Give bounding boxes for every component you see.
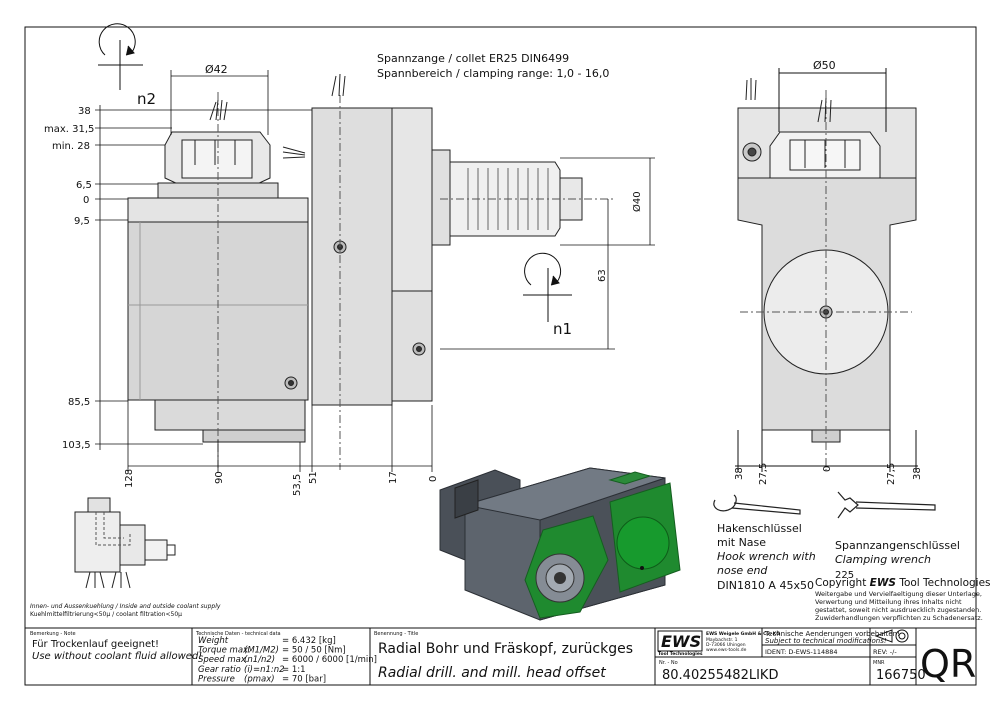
- dim-d42: Ø42: [205, 63, 228, 76]
- dim-9-5: 9,5: [74, 216, 90, 227]
- clamping-range: Spannbereich / clamping range: 1,0 - 16,…: [377, 67, 609, 80]
- dim-d50: Ø50: [813, 59, 836, 72]
- company-name: EWS Weigele GmbH & Co. KG: [706, 631, 780, 637]
- company-addr-2: D-73066 Uhingen: [706, 642, 746, 648]
- side-view: [735, 68, 918, 472]
- revision: REV: -/-: [873, 648, 897, 656]
- label-n1: n1: [553, 320, 572, 338]
- tech-row-1-k: Torque max.: [198, 646, 251, 656]
- tech-row-3-v: = 1:1: [282, 665, 306, 675]
- dim-17: 17: [388, 471, 399, 484]
- dim-h0: 0: [428, 476, 439, 482]
- dim-85-5: 85,5: [68, 397, 90, 408]
- clamping-wrench-de: Spannzangenschlüssel: [835, 539, 960, 552]
- title-label: Benennung - Title: [374, 631, 418, 637]
- note-de: Für Trockenlauf geeignet!: [32, 639, 159, 650]
- tech-row-4-u: (pmax): [244, 674, 275, 684]
- dimension-lines: [95, 70, 655, 472]
- nr-label: Nr. - No: [659, 660, 678, 666]
- dim-128: 128: [124, 469, 135, 488]
- changes-de: Technische Aenderungen vorbehalten!: [764, 630, 900, 638]
- dim-103-5: 103,5: [62, 440, 91, 451]
- logo-subtitle: Tool Technologies: [658, 651, 703, 657]
- qr-label: QR: [920, 642, 976, 686]
- clamping-wrench-no: 225: [835, 570, 854, 581]
- dim-max-31-5: max. 31,5: [44, 124, 94, 135]
- mnr-number: 166750: [876, 668, 926, 683]
- tech-label: Technische Daten - technical data: [195, 631, 281, 637]
- coolant-supply-note: Innen- und Aussenkuehlung / Inside and o…: [30, 603, 221, 610]
- tech-data-table: Weight = 6.432 [kg] Torque max.(M1/M2)= 50…: [198, 636, 377, 684]
- hook-wrench-en: Hook wrench with: [717, 550, 816, 563]
- tech-row-2-k: Speed max.: [198, 655, 249, 665]
- tech-row-0-v: = 6.432 [kg]: [282, 636, 336, 646]
- dim-90: 90: [214, 471, 225, 484]
- dim-38: 38: [78, 106, 91, 117]
- part-number: 80.40255482LIKD: [662, 668, 778, 683]
- drawing-frame: [24, 26, 977, 686]
- tech-row-2-v: = 6000 / 6000 [1/min]: [282, 655, 377, 665]
- horizontal-dims: 128 90 53,5 51 17 0 Ø40 63: [124, 191, 643, 496]
- dim-51: 51: [308, 471, 319, 484]
- hook-wrench-icon: [713, 494, 801, 515]
- clamping-wrench-en: Clamping wrench: [835, 553, 931, 566]
- product-render: [439, 467, 681, 621]
- dim-r0: 0: [822, 466, 833, 472]
- copyright-line-4: Zuwiderhandlungen verpflichten zu Schade…: [815, 614, 983, 622]
- copyright-title: Copyright EWS Tool Technologies: [815, 577, 991, 589]
- title-block: [25, 627, 976, 685]
- dim-d40: Ø40: [631, 191, 643, 212]
- tech-row-1-u: (M1/M2): [244, 646, 279, 656]
- dim-r27-5-right: 27,5: [886, 463, 897, 485]
- hook-wrench-de2: mit Nase: [717, 536, 766, 549]
- ews-logo: EWS: [657, 630, 703, 652]
- clamping-wrench-icon: [837, 491, 936, 519]
- title-en: Radial drill. and mill. head offset: [378, 665, 606, 681]
- dim-min-28: min. 28: [52, 141, 90, 152]
- collet-spec: Spannzange / collet ER25 DIN6499: [377, 52, 569, 65]
- svg-text:EWS: EWS: [661, 632, 701, 651]
- rotation-arrow-n1: [523, 252, 572, 322]
- company-addr-1: Maybachstr. 1: [706, 637, 738, 643]
- company-addr-3: www.ews-tools.de: [706, 647, 747, 653]
- dim-r38-right: 38: [912, 467, 923, 480]
- hook-wrench-din: DIN1810 A 45x50: [717, 579, 814, 592]
- tech-row-3-k: Gear ratio: [198, 665, 241, 675]
- tech-row-4-k: Pressure: [198, 674, 235, 684]
- dim-53-5: 53,5: [292, 474, 303, 496]
- side-dims: 38 27,5 0 27,5 38: [734, 463, 923, 485]
- copyright-line-3: gestattet, soweit nicht ausdruecklich zu…: [815, 606, 981, 614]
- ident: IDENT: D-EWS-114884: [765, 648, 838, 656]
- coolant-schematic: [74, 497, 176, 589]
- tech-row-3-u: (i)=n1:n2: [244, 665, 285, 675]
- changes-en: Subject to technical modifications!: [765, 637, 887, 645]
- copyright-line-2: Verwertung und Mitteilung ihres Inhalts …: [815, 598, 962, 606]
- tech-row-1-v: = 50 / 50 [Nm]: [282, 646, 346, 656]
- hook-wrench-de: Hakenschlüssel: [717, 522, 802, 535]
- rotation-arrow-n2: [98, 23, 143, 90]
- tech-row-0-k: Weight: [198, 636, 229, 646]
- dim-r38-left: 38: [734, 467, 745, 480]
- dim-0: 0: [83, 195, 89, 206]
- copyright-line-1: Weitergabe und Vervielfaeltigung dieser …: [815, 590, 982, 598]
- dim-r27-5-left: 27,5: [758, 463, 769, 485]
- title-de: Radial Bohr und Fräskopf, zurückges: [378, 641, 633, 657]
- coolant-filtration-note: Kuehlmittelfiltrierung<50µ / coolant fil…: [30, 611, 182, 618]
- note-en: Use without coolant fluid allowed!: [32, 651, 202, 662]
- front-view: [127, 73, 615, 470]
- label-n2: n2: [137, 90, 156, 108]
- tech-row-4-v: = 70 [bar]: [282, 674, 326, 684]
- tech-row-2-u: (n1/n2): [244, 655, 275, 665]
- hook-wrench-en2: nose end: [717, 564, 768, 577]
- dim-63: 63: [597, 269, 608, 282]
- note-label: Bemerkung - Note: [30, 631, 76, 637]
- dim-6-5: 6,5: [76, 180, 92, 191]
- mnr-label: MNR: [873, 660, 885, 666]
